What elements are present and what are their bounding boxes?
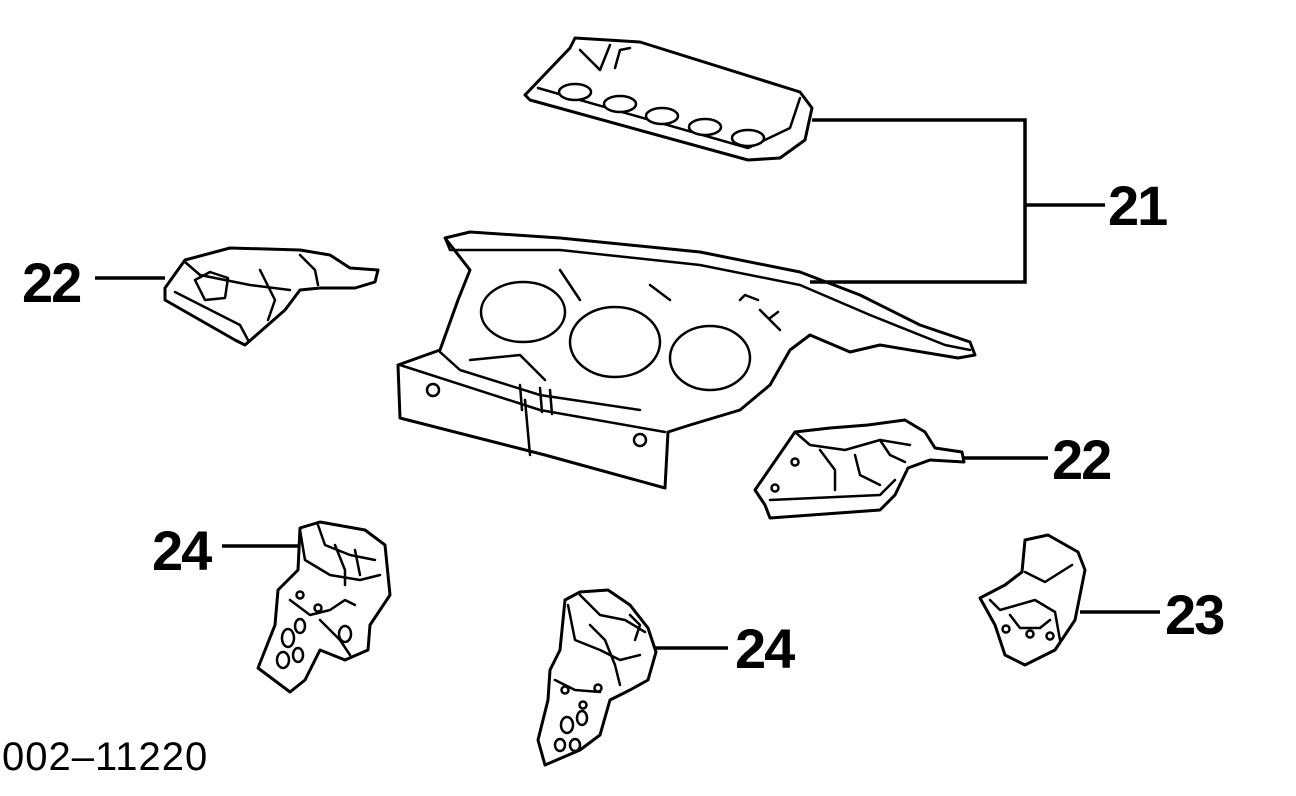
leader-lines <box>95 118 1160 650</box>
part-24-center-hinge-bracket <box>536 588 658 767</box>
part-22-left-bracket <box>163 246 380 347</box>
figure-code: 002–11220 <box>2 735 208 779</box>
callout-24-center: 24 <box>735 617 795 680</box>
part-24-left-hinge-bracket <box>256 520 392 694</box>
part-21-package-tray <box>396 230 977 490</box>
leader-21 <box>810 118 1105 284</box>
callout-22-left: 22 <box>22 251 80 314</box>
callout-23: 23 <box>1165 583 1224 646</box>
callout-24-left: 24 <box>152 519 212 582</box>
callout-21: 21 <box>1108 174 1167 237</box>
callout-22-right: 22 <box>1052 428 1110 491</box>
part-23-extension <box>978 533 1087 667</box>
part-21-upper-bracket <box>523 36 814 162</box>
part-22-right-bracket <box>753 418 966 520</box>
